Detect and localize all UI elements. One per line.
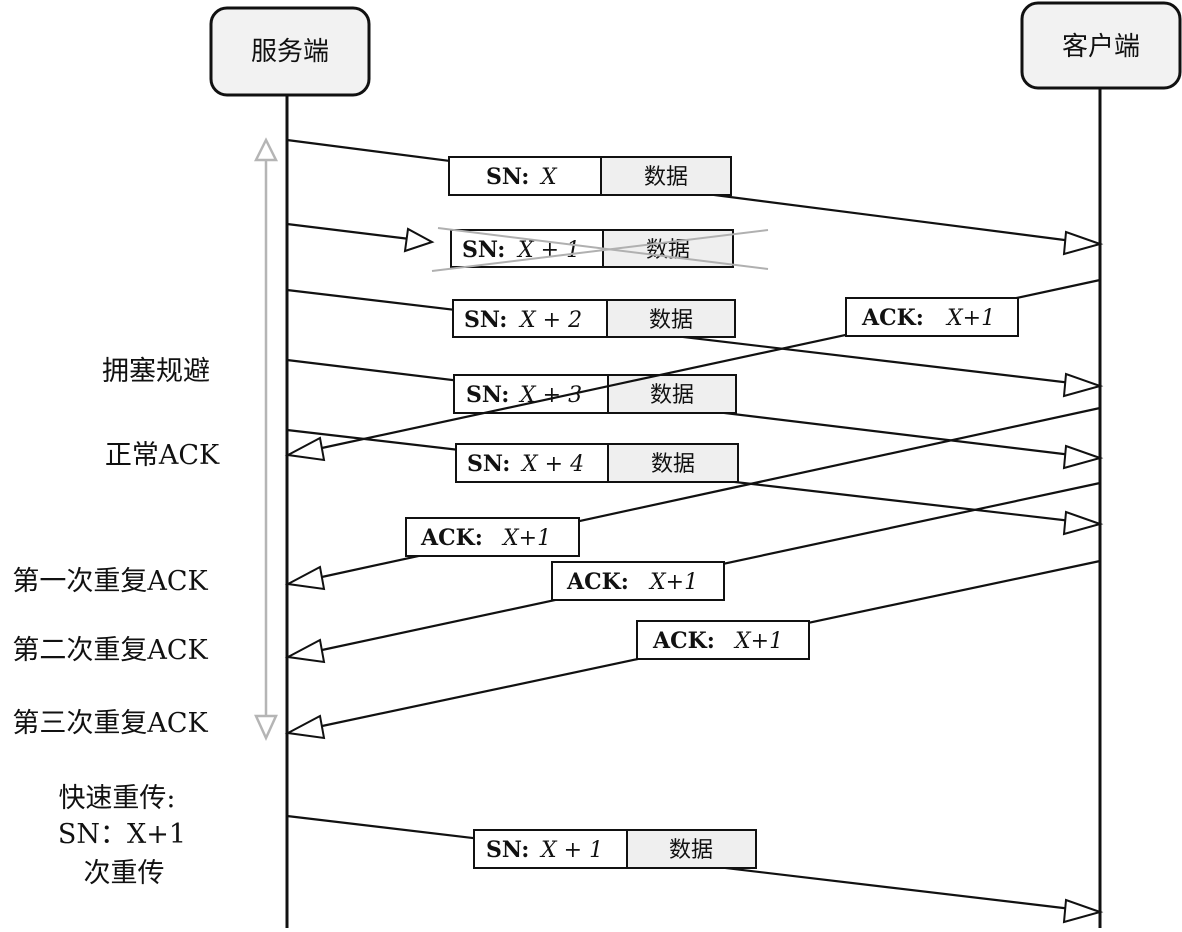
segment-x4-data: 数据 — [651, 452, 695, 477]
segment-x3-arrowhead — [1062, 444, 1104, 470]
client-node: 客户端 — [1020, 1, 1182, 90]
ack-dup-3-label: ACK: — [652, 628, 715, 654]
segment-x3-data: 数据 — [650, 383, 694, 408]
segment-x2: SN: X + 2 数据 — [286, 288, 1104, 398]
segment-retransmit-sn-label: SN: — [486, 837, 529, 863]
ack-dup-3-arrowhead — [284, 714, 326, 740]
segment-x1-sn-label: SN: — [462, 237, 505, 263]
ack-normal-value: X+1 — [945, 306, 995, 331]
label-dup-ack-2: 第二次重复ACK — [12, 635, 208, 666]
ack-normal: ACK: X+1 — [284, 278, 1101, 462]
label-fast-retransmit-sn: SN：X+1 — [58, 819, 186, 850]
label-fast-retransmit-title: 快速重传: — [58, 783, 175, 814]
segment-x-data: 数据 — [644, 165, 688, 190]
segment-x3-sn-label: SN: — [466, 382, 509, 408]
segment-x-arrowhead — [1062, 230, 1104, 256]
lost-cross-line-a — [437, 227, 769, 270]
segment-retransmit: SN: X + 1 数据 — [286, 814, 1104, 924]
ack-dup-1-value: X+1 — [501, 526, 551, 551]
client-node-label: 客户端 — [1062, 32, 1140, 62]
segment-x-sn-label: SN: — [486, 164, 529, 190]
segment-retransmit-sn-value: X + 1 — [539, 838, 603, 863]
segment-x: SN: X 数据 — [286, 138, 1104, 256]
server-node: 服务端 — [209, 6, 371, 97]
segment-x4-sn-value: X + 4 — [520, 452, 584, 477]
ack-dup-1: ACK: X+1 — [284, 406, 1101, 591]
ack-dup-3: ACK: X+1 — [284, 559, 1101, 740]
congestion-span-indicator — [253, 137, 279, 742]
segment-x1-arrowhead — [403, 227, 435, 253]
ack-dup-2: ACK: X+1 — [284, 481, 1101, 664]
ack-dup-2-label: ACK: — [566, 569, 629, 595]
segment-x1-lost: SN: X + 1 数据 — [286, 222, 769, 272]
segment-x4: SN: X + 4 数据 — [286, 428, 1104, 536]
segment-retransmit-data: 数据 — [669, 838, 713, 863]
segment-x2-sn-value: X + 2 — [518, 308, 582, 333]
label-dup-ack-1: 第一次重复ACK — [12, 566, 208, 597]
segment-x2-sn-label: SN: — [464, 307, 507, 333]
ack-normal-arrowhead — [284, 436, 326, 462]
segment-x1-line — [286, 222, 411, 241]
ack-dup-2-arrowhead — [284, 638, 326, 664]
segment-x4-arrowhead — [1062, 510, 1104, 536]
segment-x2-arrowhead — [1062, 372, 1104, 398]
ack-dup-1-arrowhead — [284, 565, 326, 591]
label-fast-retransmit-note: 次重传 — [84, 858, 165, 889]
segment-x2-data: 数据 — [649, 308, 693, 333]
ack-normal-label: ACK: — [861, 305, 924, 331]
segment-x-sn-value: X — [539, 165, 558, 190]
segment-retransmit-arrowhead — [1062, 898, 1104, 924]
segment-x4-sn-label: SN: — [467, 451, 510, 477]
label-dup-ack-3: 第三次重复ACK — [12, 708, 208, 739]
ack-dup-1-label: ACK: — [420, 525, 483, 551]
ack-dup-3-value: X+1 — [733, 629, 783, 654]
label-congestion-avoidance: 拥塞规避 — [102, 356, 210, 387]
server-node-label: 服务端 — [251, 37, 329, 67]
lost-cross-line-b — [431, 229, 769, 272]
label-normal-ack: 正常ACK — [105, 440, 220, 471]
ack-dup-2-value: X+1 — [648, 570, 698, 595]
